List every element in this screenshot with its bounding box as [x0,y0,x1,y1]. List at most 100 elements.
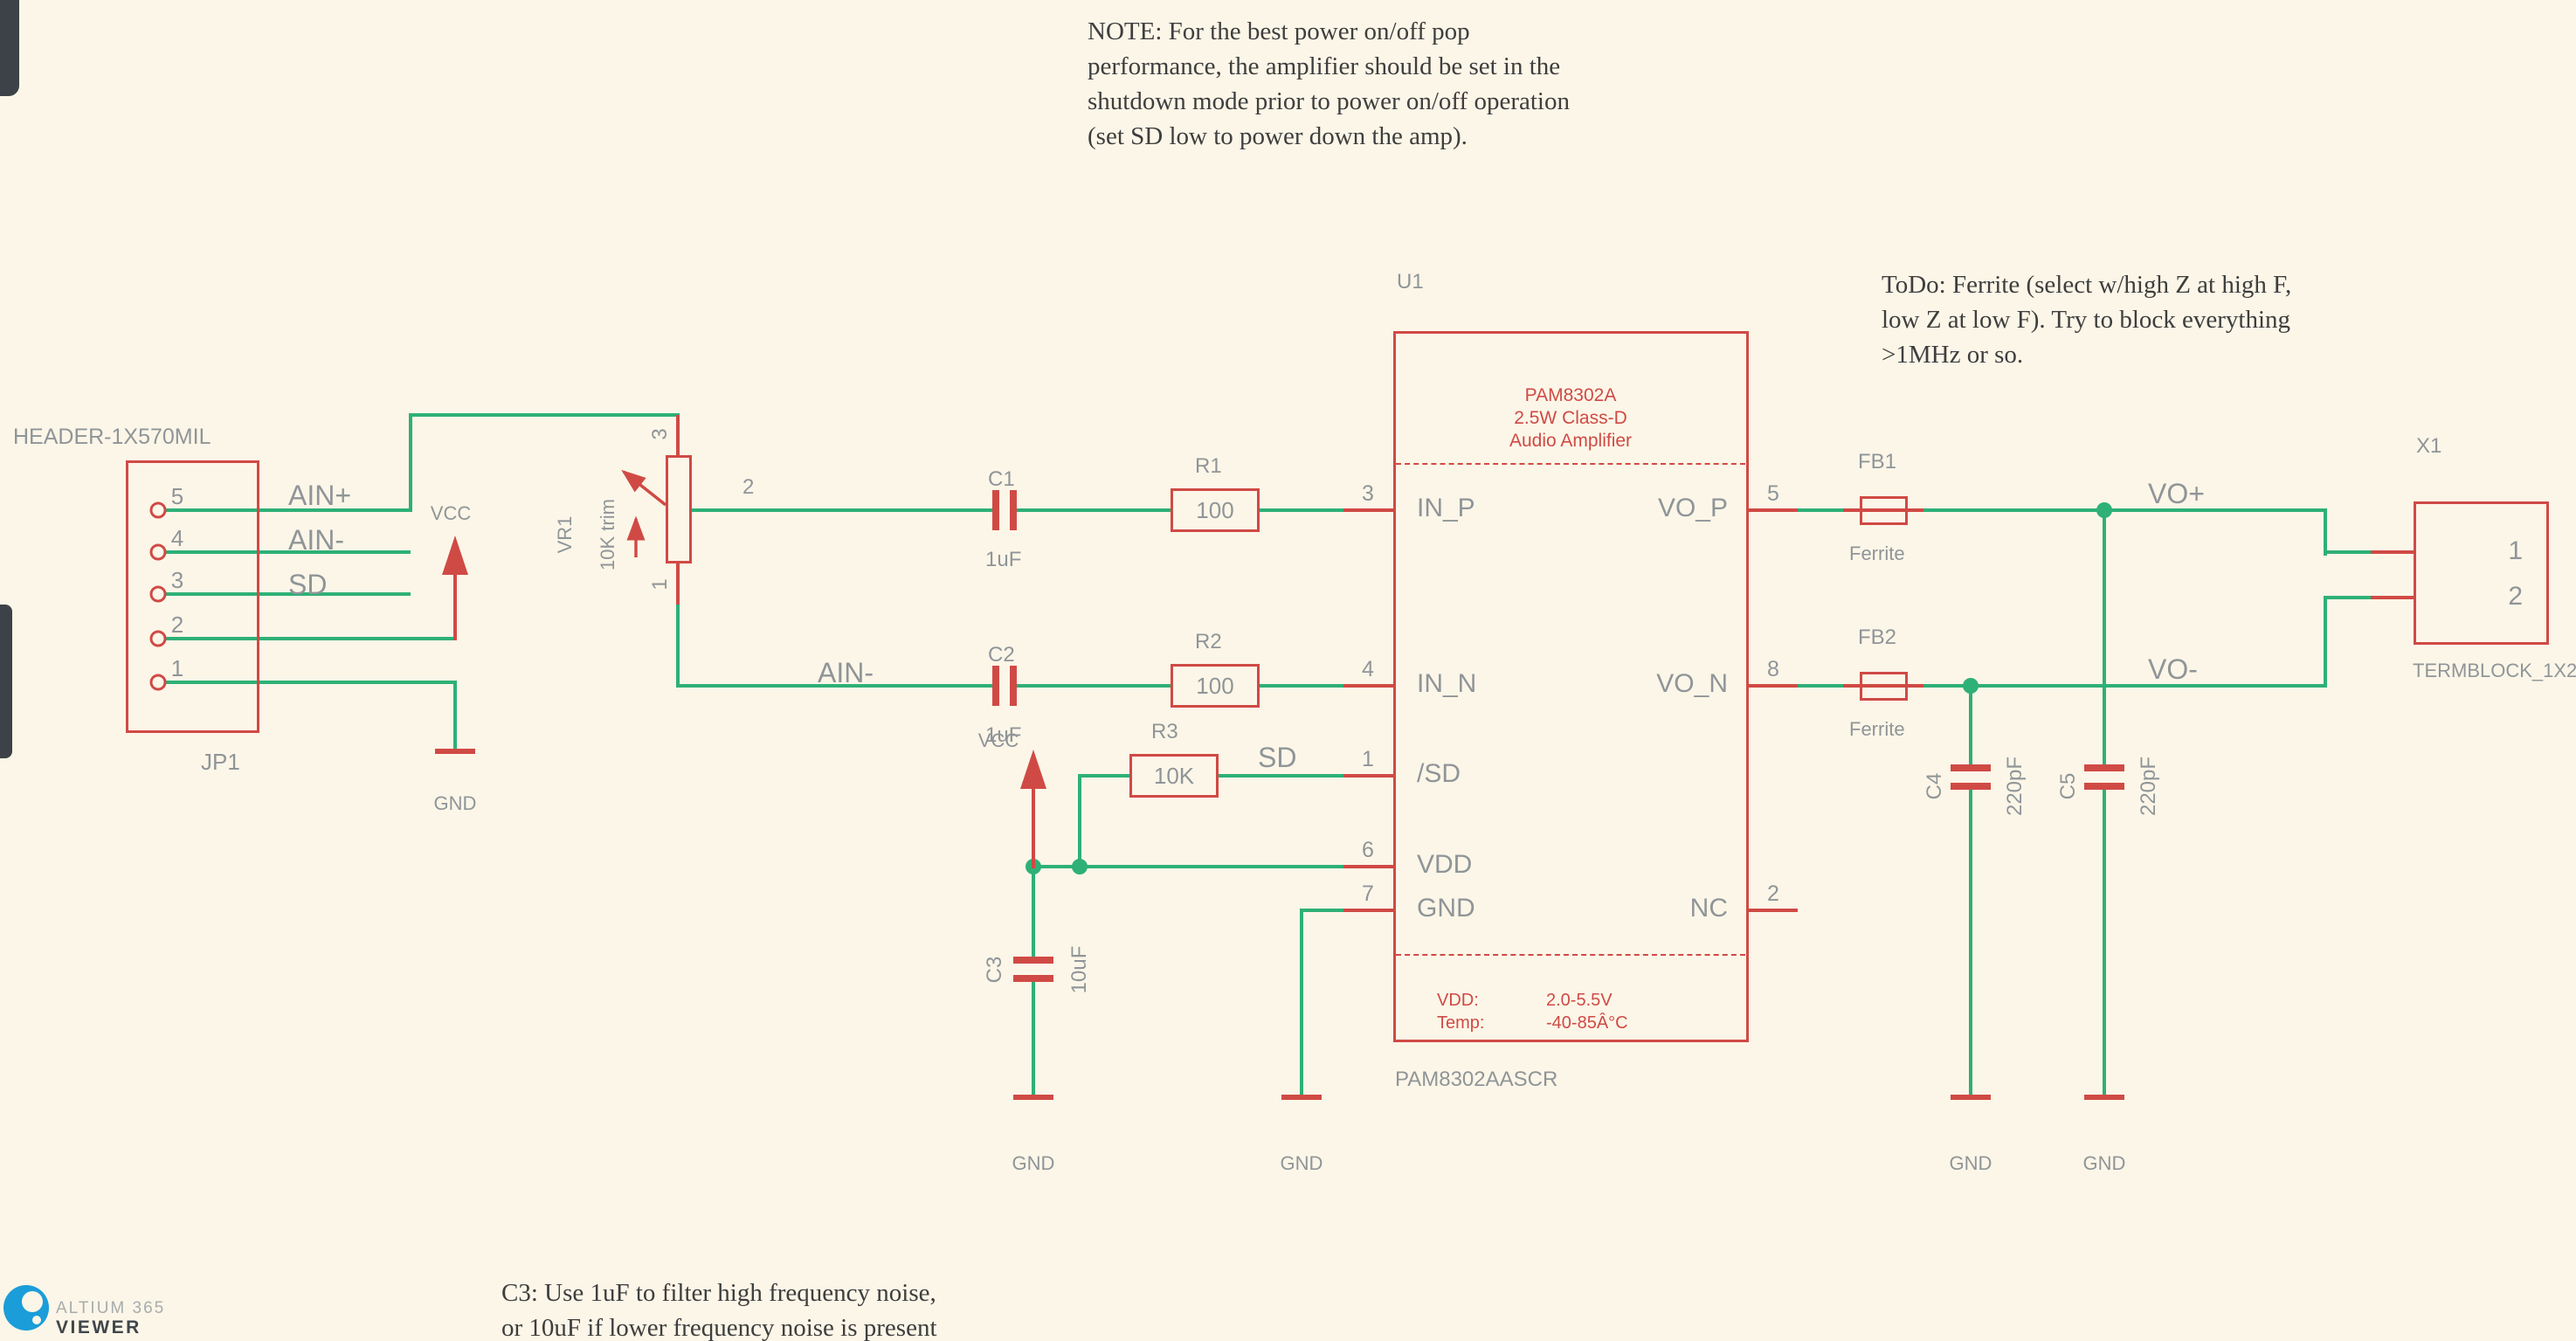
wire [1032,865,1035,958]
note-line: low Z at low F). Try to block everything [1882,306,2291,334]
cap-plate [1013,975,1053,982]
wire [1922,508,2327,512]
wire [676,601,680,688]
product-text: VIEWER [56,1317,142,1338]
gnd-label: GND [1280,1152,1323,1174]
pin-number: 4 [1362,657,1374,681]
note-line: or 10uF if lower frequency noise is pres… [501,1314,937,1341]
pin-stub [676,415,680,457]
pin-stub [1746,508,1798,512]
refdes-c1: C1 [988,467,1015,491]
connector-body[interactable] [126,460,259,733]
note-line: NOTE: For the best power on/off pop [1088,17,1470,45]
resistor-body[interactable]: 100 [1171,488,1260,532]
wire [691,508,994,512]
gnd-label: GND [433,792,477,814]
value-c1: 1uF [985,548,1022,571]
potentiometer-body[interactable] [666,455,692,563]
wire [2324,550,2372,554]
vcc-label: VCC [977,729,1019,751]
ferrite-line [1843,508,1923,512]
pin-circle [149,630,167,647]
brand-text: ALTIUM 365 [56,1299,166,1317]
gnd-bar-icon [1951,1095,1991,1100]
refdes-c4: C4 [1923,772,1946,800]
pin-stub [2371,596,2415,599]
pin-number: 1 [648,578,672,591]
refdes-vr1: VR1 [554,515,576,554]
power-stem [1032,785,1035,868]
wire [409,413,412,512]
cap-plate [992,490,999,530]
resistor-body[interactable]: 10K [1129,754,1219,798]
pin-circle [149,501,167,519]
pin-name-vop: VO_P [1657,494,1728,522]
gnd-label: GND [2082,1152,2126,1174]
wire [453,681,457,750]
part-number-u1: PAM8302AASCR [1395,1068,1558,1091]
spec-vdd-label: VDD: [1437,991,1479,1010]
refdes-c3: C3 [983,956,1006,984]
pin-name-von: VO_N [1656,669,1728,698]
wire [1969,786,1972,1096]
part-number-x1: TERMBLOCK_1X2 [2413,660,2576,681]
spec-temp-value: -40-85Â°C [1546,1013,1628,1033]
refdes-fb1: FB1 [1858,450,1897,473]
pin-name-nc: NC [1689,894,1728,923]
power-stem [453,571,457,640]
pin-name-vdd: VDD [1417,850,1473,879]
collapsed-panel-tab[interactable] [0,0,19,96]
note-c3-filter: C3: Use 1uF to filter high frequency noi… [501,1275,937,1341]
gnd-bar-icon [435,749,475,754]
refdes-fb2: FB2 [1858,626,1897,649]
pin-stub [1746,909,1798,912]
net-label-sd: SD [288,569,328,600]
value-vr1: 10K trim [597,499,618,570]
terminal-block-body[interactable] [2414,501,2549,645]
pin-number: 1 [1362,747,1374,771]
ferrite-body[interactable] [1860,496,1908,525]
pin-number: 3 [170,567,184,593]
net-label-ain-plus: AIN+ [288,480,352,511]
gnd-bar-icon [1281,1095,1322,1100]
pin-name-inp: IN_P [1417,494,1475,522]
wire [166,592,411,596]
ic-divider [1396,954,1745,956]
wire [1032,865,1345,868]
pin-stub [1343,774,1395,778]
cap-plate [1013,957,1053,964]
wire [1300,909,1345,912]
note-line: ToDo: Ferrite (select w/high Z at high F… [1882,271,2292,299]
wire [676,684,994,688]
pin-number: 5 [170,483,184,509]
wire [1922,684,2327,688]
note-line: performance, the amplifier should be set… [1088,52,1561,80]
vcc-arrow-icon [442,536,468,575]
refdes-r2: R2 [1195,630,1222,653]
note-line: >1MHz or so. [1882,341,2024,369]
refdes-u1: U1 [1397,270,1424,294]
pin-number: 8 [1767,657,1779,681]
value-fb2: Ferrite [1849,718,1905,740]
refdes-c2: C2 [988,643,1015,667]
vcc-arrow-icon [1020,750,1046,789]
spec-temp-label: Temp: [1437,1013,1485,1033]
wire [409,413,680,417]
wire [1078,774,1081,868]
wire [1032,978,1035,1096]
value-c5: 220pF [2137,756,2160,817]
wire [166,681,457,684]
ic-body[interactable] [1393,331,1749,1042]
collapsed-panel-tab[interactable] [0,605,12,758]
wire [1796,508,1845,512]
resistor-body[interactable]: 100 [1171,664,1260,708]
pin-number: 3 [648,428,672,440]
refdes-r1: R1 [1195,454,1222,478]
wire [1014,508,1172,512]
net-label-ain-minus: AIN- [818,657,874,688]
net-label-vo-plus: VO+ [2148,478,2205,509]
wire [1300,909,1303,1096]
ferrite-body[interactable] [1860,672,1908,701]
pin-circle [149,674,167,691]
